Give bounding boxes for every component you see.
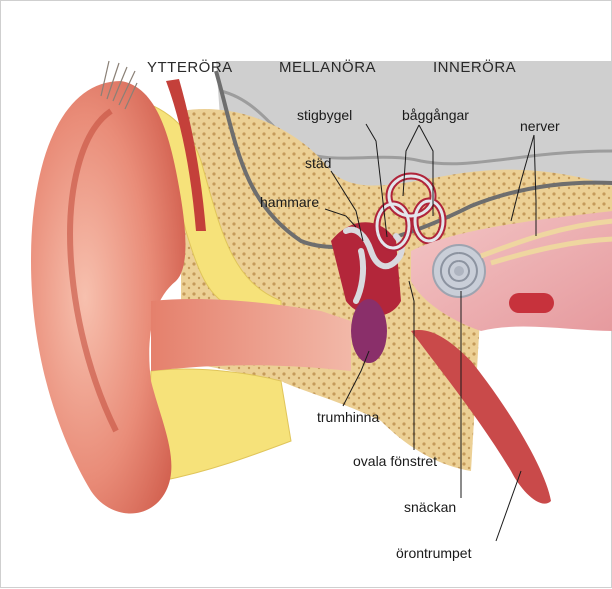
nerves	[480, 218, 612, 266]
ear-canal	[151, 299, 351, 371]
leader-lines	[324, 123, 537, 542]
eustachian-tube	[411, 330, 551, 504]
cochlea	[432, 244, 486, 298]
section-middle-ear: MELLANÖRA	[279, 58, 376, 76]
section-outer-ear: YTTERÖRA	[147, 58, 233, 76]
label-orontrumpet: örontrumpet	[396, 545, 472, 561]
artery	[509, 293, 554, 313]
section-inner-ear: INNERÖRA	[433, 58, 516, 76]
muscle-strip	[166, 79, 206, 231]
label-ovala-fonstret: ovala fönstret	[353, 453, 437, 469]
hair-tuft	[100, 60, 138, 110]
label-stigbygel: stigbygel	[297, 107, 352, 123]
pinna-helix	[67, 108, 119, 433]
eardrum	[351, 299, 387, 363]
label-baggangar: båggångar	[402, 107, 469, 123]
label-hammare: hammare	[260, 194, 319, 210]
label-trumhinna: trumhinna	[317, 409, 379, 425]
label-nerver: nerver	[520, 118, 560, 134]
label-snackan: snäckan	[404, 499, 456, 515]
pinna	[31, 81, 186, 514]
label-stad: städ	[305, 155, 331, 171]
cartilage-lower	[149, 368, 292, 482]
